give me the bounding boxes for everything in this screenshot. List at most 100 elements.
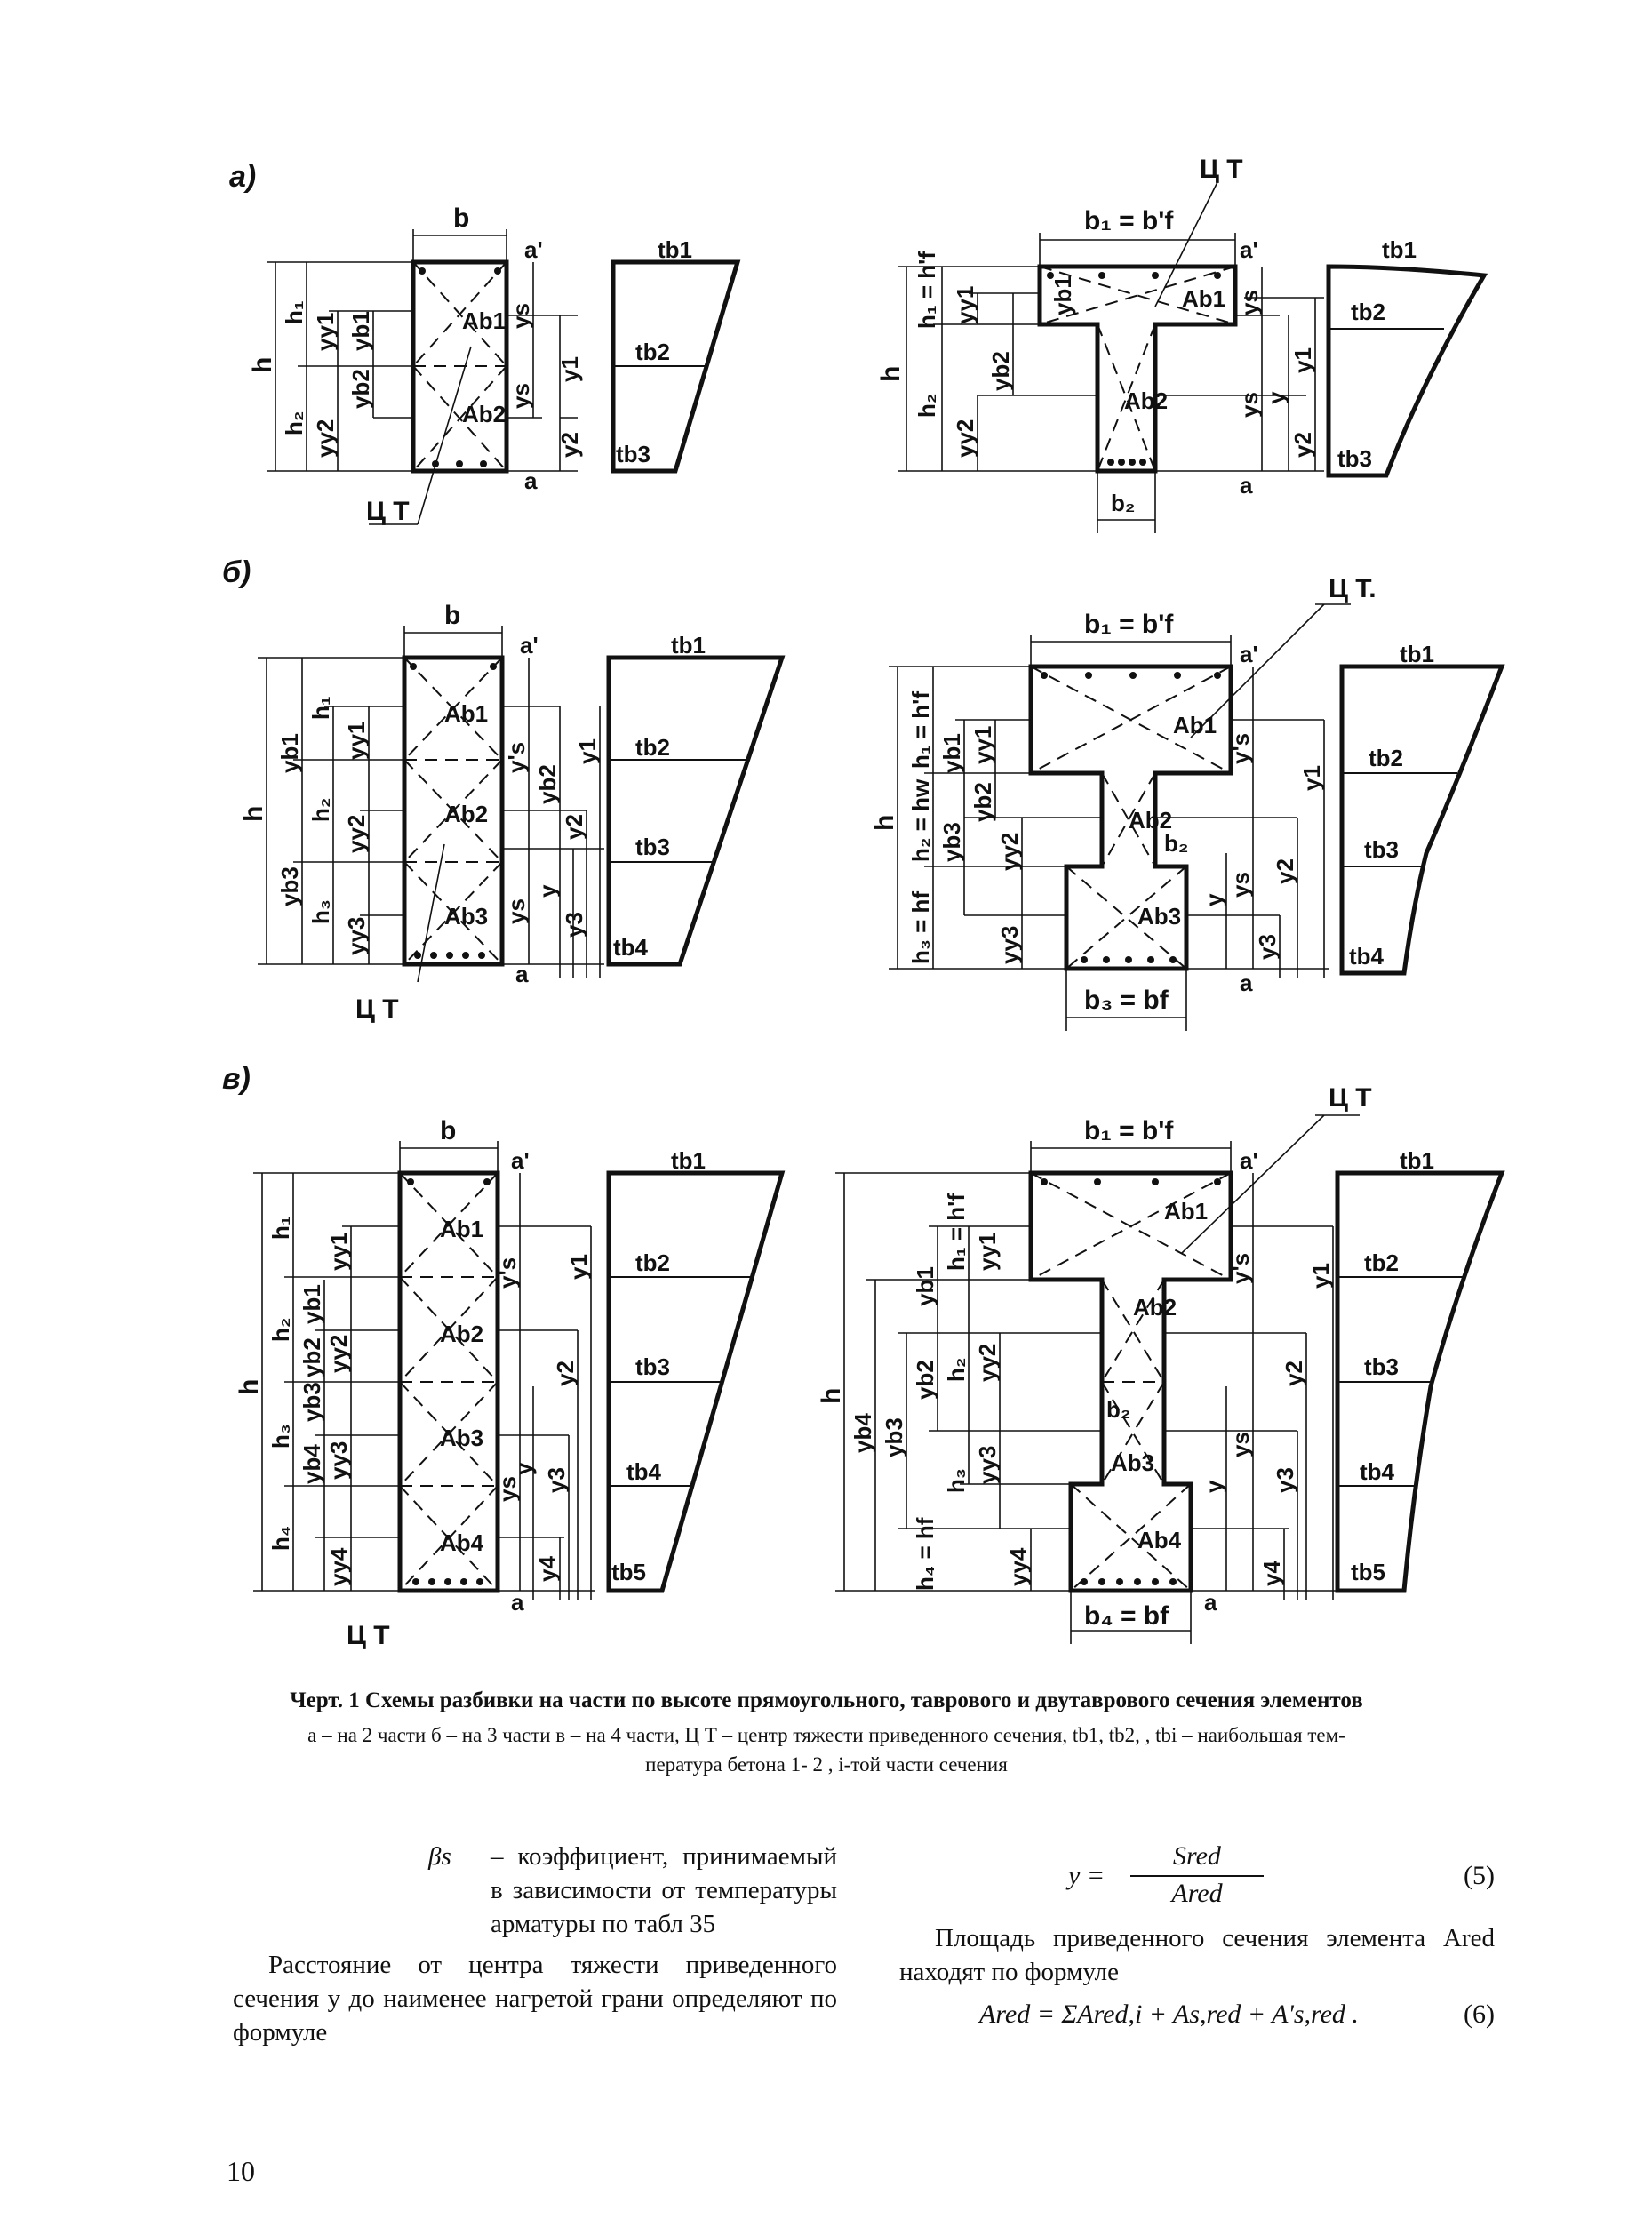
label-h-b2: h (870, 815, 899, 831)
label-a-v: a (511, 1589, 524, 1616)
label-tb4-v: tb4 (626, 1458, 662, 1485)
label-Ab3-b2: Ab3 (1137, 903, 1181, 930)
label-ys-3: ys (1236, 290, 1263, 315)
label-a-prime-b2: a' (1240, 641, 1258, 667)
label-yy2-v: yy2 (325, 1335, 352, 1373)
label-a-prime-v2: a' (1240, 1147, 1258, 1174)
label-a-prime: a' (524, 236, 543, 263)
scheme-a-rectangular (267, 229, 578, 525)
label-y2-v2: y2 (1281, 1361, 1307, 1386)
label-tb4-v2: tb4 (1360, 1458, 1395, 1485)
label-h1: h₁ (281, 300, 307, 324)
label-a: a (524, 467, 538, 494)
part-label-a: а) (229, 160, 256, 194)
label-yy1-b2: yy1 (970, 726, 996, 764)
label-y2-b: y2 (561, 814, 587, 840)
label-Ab2: Ab2 (462, 401, 506, 427)
label-Ab2-v: Ab2 (440, 1321, 483, 1347)
label-tb1-b: tb1 (671, 632, 706, 659)
label-ys-prime-v2: y's (1227, 1253, 1254, 1284)
scheme-v-rectangular (253, 1141, 595, 1600)
label-y1-b: y1 (574, 738, 601, 764)
label-a-prime-b: a' (520, 632, 539, 659)
label-yb2: yb2 (347, 369, 374, 409)
label-Ab2-b: Ab2 (444, 801, 488, 827)
label-tb4-b2: tb4 (1349, 943, 1385, 970)
label-yy1: yy1 (312, 313, 339, 351)
label-ys-prime-b2: y's (1227, 733, 1254, 764)
label-yy1-b: yy1 (343, 722, 370, 760)
label-Ab1-2: Ab1 (1182, 285, 1225, 312)
label-b-b: b (444, 601, 460, 630)
label-Ab3-b: Ab3 (444, 903, 488, 930)
formula-6-body: Ared = ΣAred,i + As,red + A's,red . (979, 2000, 1359, 2029)
label-y1-v2: y1 (1307, 1263, 1334, 1289)
label-ys-b: ys (503, 898, 530, 924)
label-yy1-v: yy1 (325, 1233, 352, 1271)
part-label-b: б) (222, 555, 251, 589)
label-yy2-b2: yy2 (996, 833, 1023, 871)
label-tb1-b2: tb1 (1400, 641, 1434, 667)
label-b1-bf-b: b₁ = b'f (1084, 610, 1174, 639)
scheme-b-ibeam (889, 603, 1351, 1031)
label-y4-v2: y4 (1258, 1561, 1285, 1586)
label-y2: y2 (556, 432, 583, 458)
label-y3-v2: y3 (1272, 1467, 1298, 1493)
label-a-prime-v: a' (511, 1147, 530, 1174)
beta-definition: βs – коэффициент, принимаемый в зависимо… (233, 1840, 837, 1941)
label-ct-dot: Ц Т. (1329, 574, 1377, 603)
label-yy1-v2: yy1 (974, 1233, 1001, 1271)
temp-profile-b-right (1339, 664, 1505, 976)
label-Ab1-b: Ab1 (444, 700, 488, 727)
label-h3-hf: h₃ = hf (907, 891, 934, 964)
label-y1-2: y1 (1289, 347, 1316, 373)
label-yb1-v2: yb1 (912, 1266, 938, 1306)
label-yy2-2: yy2 (952, 419, 978, 458)
label-ct-a: Ц Т (1200, 155, 1243, 184)
label-Ab4-v2: Ab4 (1137, 1527, 1182, 1553)
label-ys: ys (507, 303, 534, 329)
label-tb1-v: tb1 (671, 1147, 706, 1174)
label-yb2-v2: yb2 (912, 1360, 938, 1400)
label-yb2-b: yb2 (534, 764, 561, 804)
label-ct: Ц Т (366, 497, 410, 526)
label-yb1: yb1 (347, 311, 374, 351)
label-yy2-v2: yy2 (974, 1344, 1001, 1382)
scheme-b-rectangular (258, 626, 604, 983)
label-ct-v: Ц Т (347, 1621, 390, 1650)
label-yy3-v: yy3 (325, 1441, 352, 1480)
label-tb1-2: tb1 (1382, 236, 1417, 263)
label-h2-hw: h₂ = hw (907, 778, 934, 862)
label-tb3-b2: tb3 (1364, 836, 1399, 863)
label-h3-b: h₃ (307, 899, 334, 924)
label-y4-v: y4 (534, 1556, 561, 1582)
label-tb3-b: tb3 (635, 834, 670, 860)
label-a-2: a (1240, 472, 1253, 499)
label-tb2: tb2 (635, 339, 670, 365)
label-yb3-b2: yb3 (938, 822, 965, 862)
label-b3-bf: b₃ = bf (1084, 986, 1169, 1015)
label-h2: h₂ (281, 411, 307, 435)
label-b2-v: b₂ (1106, 1396, 1130, 1423)
label-ct-b: Ц Т (355, 994, 399, 1024)
beta-symbol: βs (428, 1842, 451, 1871)
label-yb2-b2: yb2 (970, 782, 996, 822)
label-Ab3-v2: Ab3 (1111, 1449, 1154, 1476)
label-y-a: y (1263, 391, 1289, 404)
figure-caption-legend-2: пература бетона 1- 2 , i-той части сечен… (645, 1753, 1008, 1776)
temp-profile-v-left (606, 1170, 786, 1593)
label-b2-b: b₂ (1164, 830, 1188, 857)
temp-profile-a-right (1326, 264, 1488, 478)
formula-6-number: (6) (1464, 2000, 1495, 2029)
label-a-v2: a (1204, 1589, 1217, 1616)
beta-definition-text: – коэффициент, принимаемый в зависимости… (491, 1842, 837, 1938)
figure-caption-title: Черт. 1 Схемы разбивки на части по высот… (290, 1688, 1363, 1712)
label-tb2-2: tb2 (1351, 299, 1385, 325)
label-yy2-b: yy2 (343, 815, 370, 853)
label-yy2: yy2 (312, 419, 339, 458)
label-h1-hf-b: h₁ = h'f (907, 691, 934, 769)
scheme-v-ibeam (835, 1114, 1360, 1644)
label-yb4-v2: yb4 (850, 1413, 876, 1453)
label-y-b: y (534, 884, 561, 898)
label-yy1-2: yy1 (952, 286, 978, 324)
